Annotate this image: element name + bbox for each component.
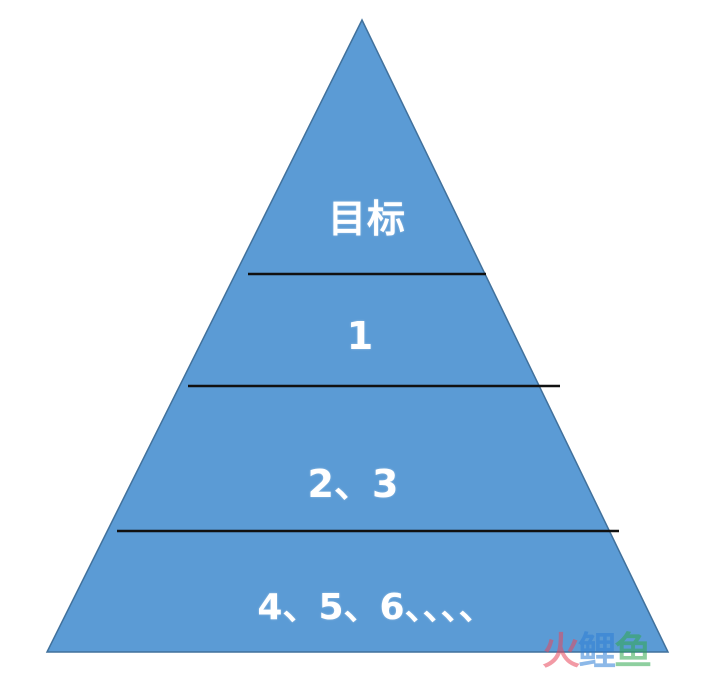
pyramid-level-goal-label: 目标 — [327, 197, 407, 241]
watermark-char-3: 鱼 — [614, 629, 652, 673]
watermark-char-2: 鲤 — [578, 629, 616, 673]
watermark-char-1: 火 — [542, 629, 580, 673]
watermark-logo: 火鲤鱼 — [542, 620, 652, 675]
pyramid-level-3-label: 4、5、6、、、、 — [257, 587, 495, 628]
pyramid-body — [45, 18, 670, 653]
pyramid-level-1-label: 1 — [346, 314, 374, 358]
pyramid-level-2-label: 2、3 — [307, 462, 399, 506]
